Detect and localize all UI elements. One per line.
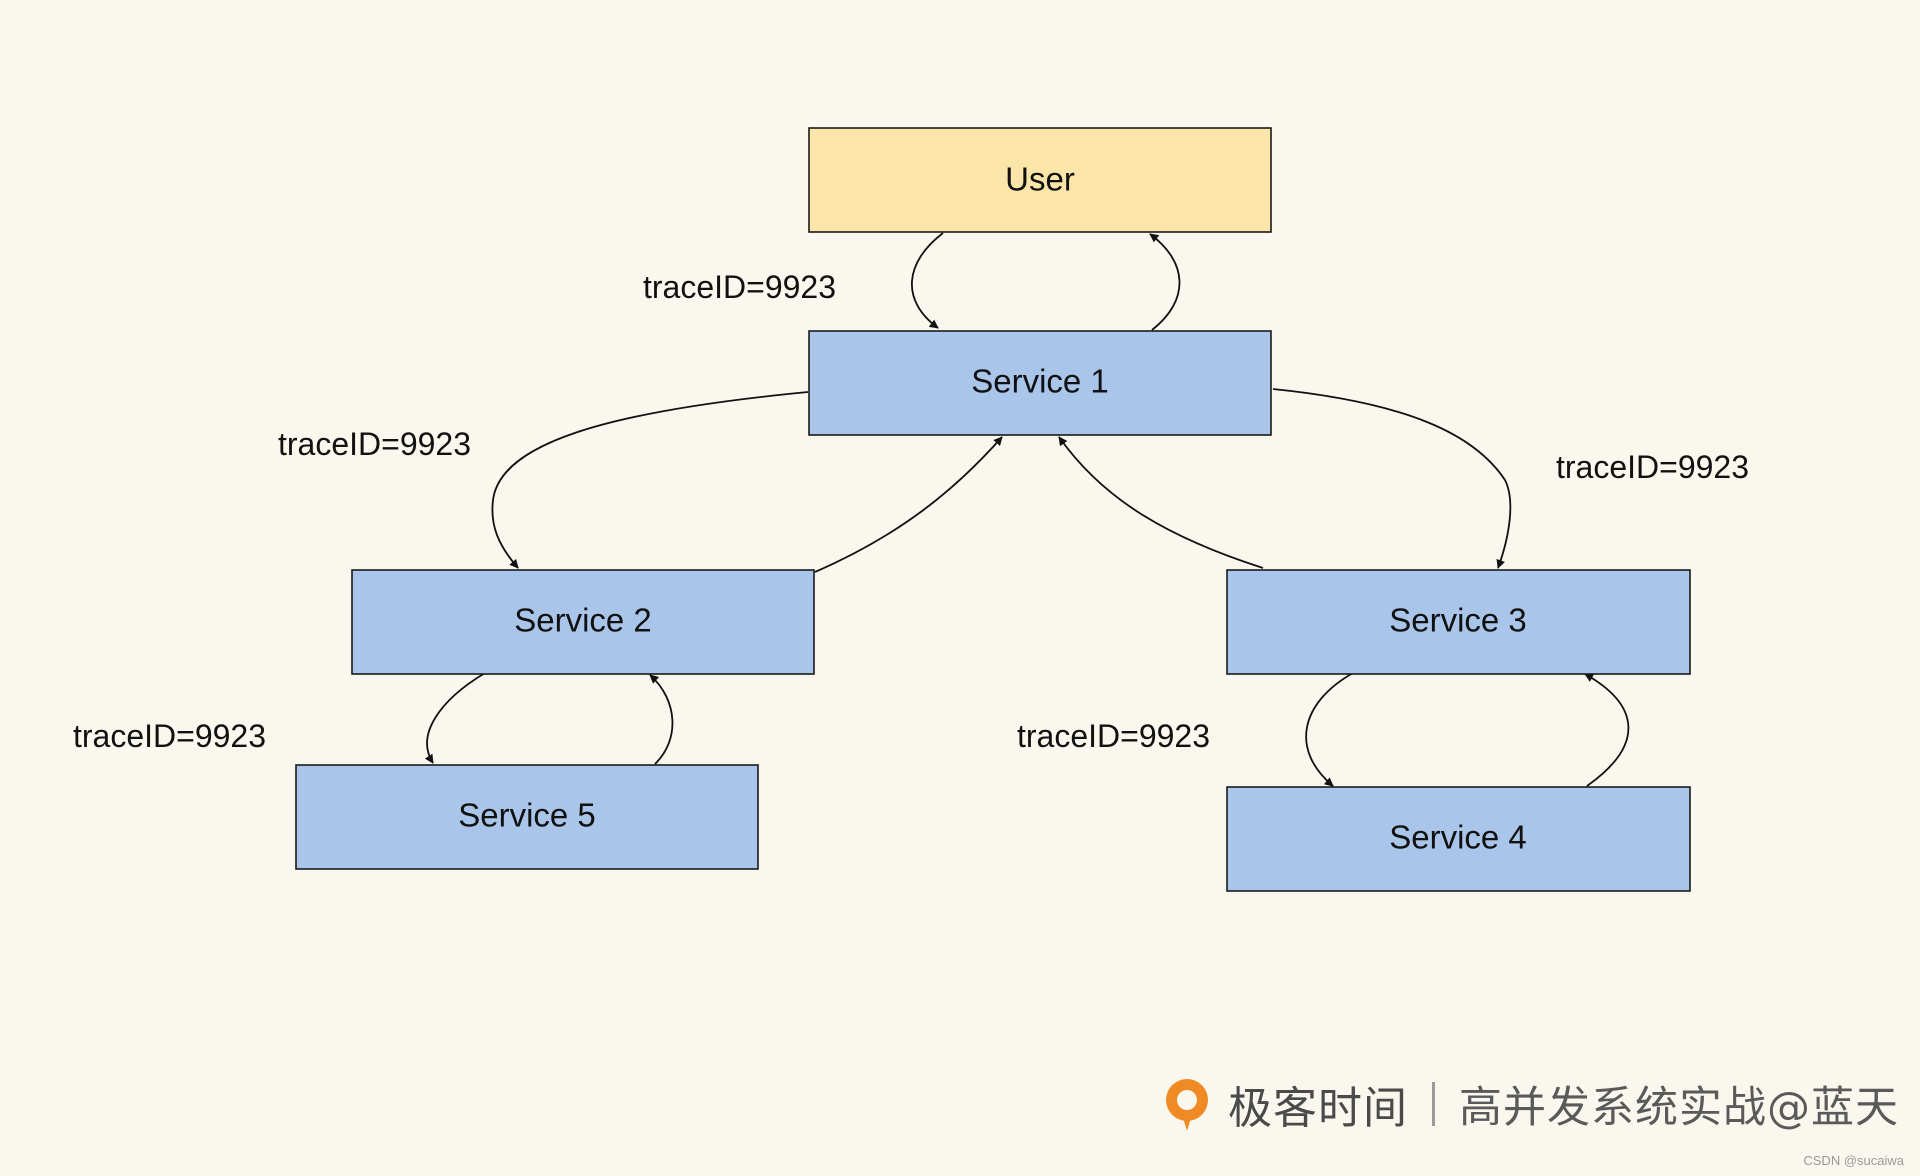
node-service-2: Service 2 (351, 569, 815, 675)
node-service-4-label: Service 4 (1389, 819, 1527, 856)
node-service-5-label: Service 5 (458, 797, 596, 834)
node-service-3-label: Service 3 (1389, 602, 1527, 639)
edge-service2-to-service1 (814, 436, 1003, 573)
edge-label-service1-service3: traceID=9923 (1556, 449, 1749, 485)
edge-label-service2-service5: traceID=9923 (73, 718, 266, 754)
node-service-5: Service 5 (295, 764, 759, 870)
edge-service4-to-service3 (1584, 673, 1630, 787)
edge-label-service1-service2: traceID=9923 (278, 426, 471, 462)
node-user-label: User (1005, 161, 1075, 198)
edge-service1-to-service2 (491, 391, 809, 569)
edge-service2-to-service5 (424, 672, 486, 764)
node-user: User (808, 127, 1272, 233)
node-service-4: Service 4 (1226, 786, 1691, 892)
node-service-1-label: Service 1 (971, 363, 1109, 400)
node-service-1: Service 1 (808, 330, 1272, 436)
footer-branding: 极客时间 高并发系统实战@蓝天 (1160, 1072, 1899, 1136)
footer-divider (1432, 1082, 1435, 1126)
brand-name: 极客时间 (1228, 1083, 1408, 1134)
edge-service3-to-service4 (1305, 672, 1354, 787)
edge-label-service3-service4: traceID=9923 (1017, 718, 1210, 754)
edge-service3-to-service1 (1058, 436, 1264, 569)
edge-service1-to-service3 (1272, 388, 1512, 569)
geektime-logo-icon (1166, 1079, 1208, 1131)
edge-service1-to-user (1149, 233, 1181, 331)
edge-user-to-service1 (911, 232, 944, 329)
course-title: 高并发系统实战@蓝天 (1459, 1083, 1899, 1133)
watermark: CSDN @sucaiwa (1803, 1153, 1904, 1168)
node-service-3: Service 3 (1226, 569, 1691, 675)
edge-label-user-service1: traceID=9923 (643, 269, 836, 305)
node-service-2-label: Service 2 (514, 602, 652, 639)
edge-service5-to-service2 (649, 674, 674, 765)
